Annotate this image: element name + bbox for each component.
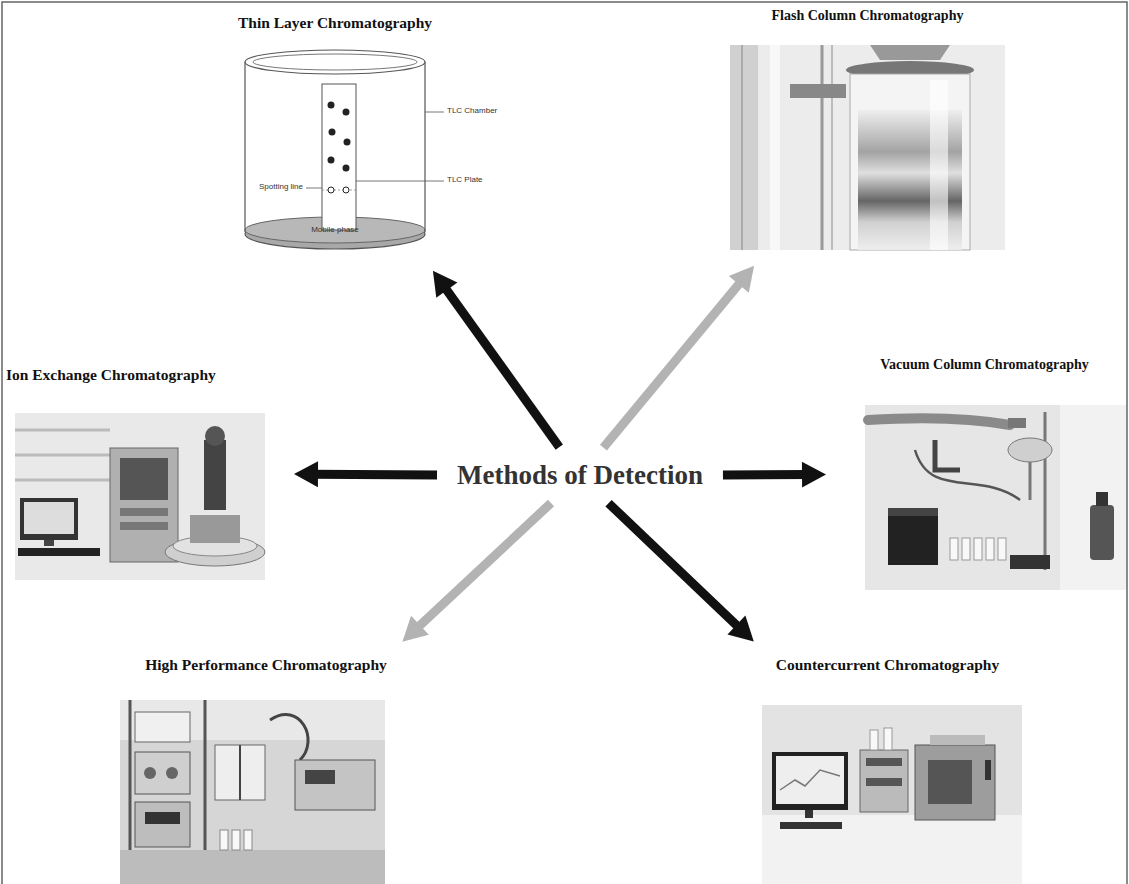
arrow-shaft <box>416 503 551 629</box>
part-label: TLC Chamber <box>447 107 497 116</box>
method-arrow <box>402 503 551 642</box>
part-label: TLC Plate <box>447 176 483 185</box>
arrow-shaft <box>609 503 741 629</box>
vacuum-column-photo <box>865 405 1126 590</box>
arrow-head <box>294 461 318 487</box>
method-arrow <box>723 462 826 488</box>
method-heading: High Performance Chromatography <box>98 654 434 674</box>
part-label: Spotting line <box>259 183 303 192</box>
method-arrow <box>609 503 754 641</box>
method-arrow <box>294 461 437 487</box>
method-panel: Flash Column Chromatography <box>723 6 1012 252</box>
method-heading: Flash Column Chromatography <box>723 6 1012 24</box>
flash-column-photo <box>730 45 1005 250</box>
countercurrent-photo <box>762 705 1022 884</box>
tlc-chamber-drawing <box>245 50 444 249</box>
arrow-shaft <box>312 470 437 480</box>
method-panel: Thin Layer Chromatography <box>198 12 472 256</box>
arrow-head <box>802 462 826 488</box>
high-performance-photo <box>120 700 385 884</box>
method-heading: Countercurrent Chromatography <box>728 654 1047 674</box>
arrow-shaft <box>723 470 808 480</box>
method-heading: Ion Exchange Chromatography <box>6 364 276 384</box>
method-arrow <box>603 266 754 448</box>
method-heading: Vacuum Column Chromatography <box>844 355 1125 373</box>
method-heading: Thin Layer Chromatography <box>198 12 472 32</box>
method-panel: Countercurrent Chromatography <box>728 654 1047 884</box>
method-arrow <box>433 271 559 447</box>
method-panel: Ion Exchange Chromatography <box>6 364 276 582</box>
leader-line <box>356 181 444 182</box>
method-panel: High Performance Chromatography <box>98 654 434 884</box>
topic-title: Methods of Detection <box>457 460 703 491</box>
part-label: Mobile phase <box>311 226 359 235</box>
central-topic: Methods of Detection <box>451 458 709 493</box>
arrow-shaft <box>443 285 559 447</box>
arrow-head <box>402 616 428 642</box>
method-panel: Vacuum Column Chromatography <box>844 355 1125 592</box>
arrow-head <box>433 271 458 298</box>
leader-line <box>306 188 322 189</box>
ion-exchange-photo <box>15 413 265 580</box>
arrow-head <box>729 266 754 293</box>
arrow-shaft <box>603 280 742 448</box>
arrow-head <box>727 616 753 642</box>
leader-line <box>425 112 444 113</box>
